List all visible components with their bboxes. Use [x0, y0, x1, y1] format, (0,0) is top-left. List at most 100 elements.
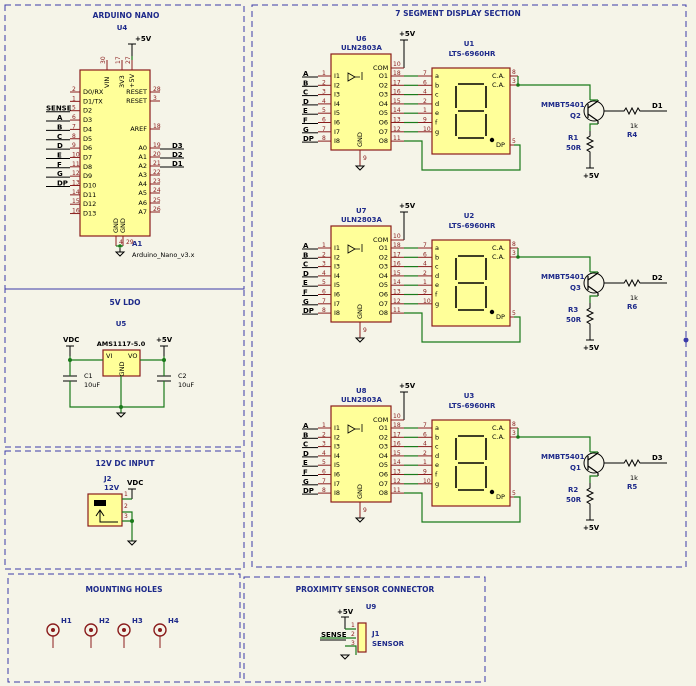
driver-pin-name: O4 [379, 272, 388, 280]
arduino-pin-name: D10 [83, 182, 96, 190]
transistor-wire [589, 271, 598, 303]
arduino-pin-name: D11 [83, 191, 96, 199]
driver-pin-name: I8 [334, 489, 340, 497]
driver-net-label: F [303, 289, 308, 297]
driver-pin-name: O8 [379, 489, 388, 497]
driver-pin-name: I4 [334, 100, 340, 108]
digit-net-label: D3 [652, 454, 663, 462]
ldo-pin-vi: VI [106, 352, 112, 360]
driver-net-label: DP [303, 135, 314, 143]
driver-pin-name: O3 [379, 443, 388, 451]
dc-jack-net: VDC [127, 479, 143, 487]
display-ref: U1 [464, 40, 475, 48]
display-pin-name: c [435, 91, 439, 99]
buffer-wire [355, 244, 363, 252]
driver-net-label: B [303, 431, 308, 439]
driver-pin-name: I4 [334, 452, 340, 460]
pull-resistor-icon [585, 483, 595, 520]
driver-pin-name: O1 [379, 72, 388, 80]
arduino-net-label: E [57, 151, 62, 159]
driver-value: ULN2803A [341, 216, 382, 224]
arduino-pin-name: D1/TX [83, 97, 103, 105]
driver-pin-number: 17 [393, 79, 401, 86]
display-value: LTS-6960HR [449, 402, 496, 410]
display-pin-number: 7 [423, 70, 427, 77]
ldo-vin-net: VDC [63, 336, 79, 344]
driver-body [330, 225, 392, 323]
driver-pin-number: 11 [393, 135, 401, 142]
display-pin-name: f [435, 471, 438, 479]
display-ca2-num: 3 [512, 430, 516, 437]
arduino-pin-number: 19 [153, 142, 161, 149]
arduino-net-label: DP [57, 180, 68, 188]
mounting-hole-drill-icon [122, 628, 126, 632]
driver-pin-name: I6 [334, 471, 340, 479]
display-ref: U2 [464, 212, 475, 220]
arduino-pin-number: 18 [153, 123, 161, 130]
driver-pin-name: O5 [379, 461, 388, 469]
driver-value: ULN2803A [341, 44, 382, 52]
display-ca2-name: C.A. [492, 433, 505, 441]
base-resistor-value: 1k [630, 294, 638, 302]
display-pin-name: d [435, 272, 439, 280]
title-mounting: MOUNTING HOLES [85, 585, 162, 594]
transistor-leads [587, 452, 599, 476]
arduino-net-label: B [57, 123, 62, 131]
arduino-pin-number: 21 [153, 160, 161, 167]
driver-pin-number: 2 [322, 79, 326, 86]
mounting-hole-drill-icon [158, 628, 162, 632]
display-pin-name: f [435, 119, 438, 127]
transistor-wire [589, 451, 598, 483]
display-pin-name: b [435, 433, 439, 441]
driver-pin-number: 4 [322, 270, 326, 277]
display-pin-name: g [435, 300, 439, 308]
display-pin-number: 9 [423, 469, 427, 476]
pull-resistor-value: 50R [566, 496, 582, 504]
driver-gnd-name: GND [356, 132, 364, 147]
arduino-pin-number: 4 [119, 239, 123, 246]
driver-net-label: E [303, 107, 308, 115]
display-pin-name: e [435, 281, 439, 289]
driver-pin-name: O4 [379, 100, 388, 108]
driver-pin-name: O6 [379, 471, 388, 479]
display-pin-number: 10 [423, 298, 431, 305]
driver-pin-name: I2 [334, 433, 340, 441]
arduino-pin-name: +5V [128, 73, 136, 88]
display-pin-name: e [435, 109, 439, 117]
arduino-pin-number: 27 [125, 56, 132, 64]
driver-pin-number: 6 [322, 289, 326, 296]
driver-net-label: D [303, 270, 309, 278]
arduino-net-label: F [57, 161, 62, 169]
arduino-pin-name: 3V3 [118, 75, 126, 88]
driver-pin-name: I3 [334, 263, 340, 271]
arduino-ref-bottom: A1 [132, 240, 142, 248]
pull-resistor-value: 50R [566, 144, 582, 152]
driver-pin-name: I8 [334, 137, 340, 145]
dc-jack: J2 12V 1 2 3 VDC [87, 475, 143, 546]
arduino-pin-number: 11 [72, 161, 80, 168]
driver-pin-number: 18 [393, 70, 401, 77]
display-ca2-num: 3 [512, 250, 516, 257]
driver-com-num: 10 [393, 233, 401, 240]
ca-wire [517, 248, 591, 272]
display-dp-dot [489, 137, 495, 143]
driver-pin-number: 4 [322, 450, 326, 457]
driver-pin-name: O7 [379, 128, 388, 136]
driver-net-label: D [303, 98, 309, 106]
driver-pin-name: O7 [379, 480, 388, 488]
display-pin-number: 6 [423, 431, 427, 438]
transistor-supply-label: +5V [583, 172, 600, 180]
arduino-pin-name: D9 [83, 172, 92, 180]
transistor-leads [587, 272, 599, 296]
capacitor-c1: C1 10uF [63, 372, 100, 389]
dp-wire [404, 312, 521, 343]
display-ca1-num: 8 [512, 421, 516, 428]
driver-body [330, 405, 392, 503]
frame-arduino [4, 4, 245, 290]
transistor-ref: Q3 [570, 284, 581, 292]
mounting-hole-label: H4 [168, 617, 179, 625]
display-dp-num: 5 [512, 310, 516, 317]
driver-pin-number: 12 [393, 478, 401, 485]
arduino-pin-name: A6 [138, 199, 147, 207]
arduino-pin-name: D13 [83, 210, 96, 218]
